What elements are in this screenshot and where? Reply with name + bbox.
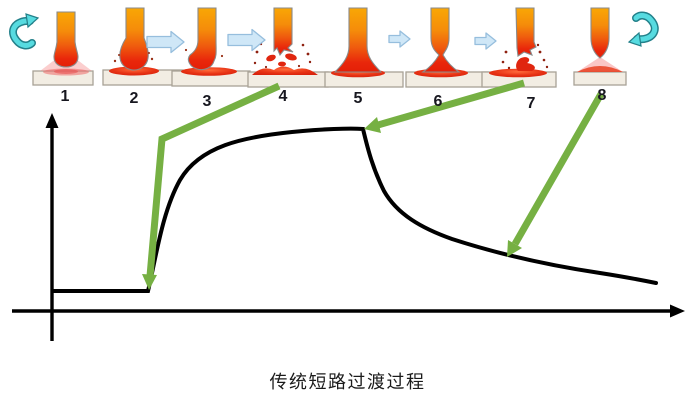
stage-5-electrode-icon (324, 7, 404, 88)
waveform-curve (51, 126, 658, 293)
stage-1-electrode-icon (32, 11, 94, 86)
step-arrows (146, 28, 497, 54)
electrode-pointed (590, 7, 610, 59)
stage-label-2: 2 (129, 90, 139, 107)
y-axis-arrowhead (45, 113, 59, 128)
weld-pool (109, 66, 159, 76)
droplet-fragments (266, 53, 297, 67)
droplet-fragment (516, 57, 535, 71)
spatter-dots (113, 52, 154, 63)
waveform-axes (12, 126, 672, 341)
base-plate (573, 71, 627, 86)
pointer-arrowhead (142, 274, 157, 290)
pointer-arrow-stage4 (146, 82, 281, 277)
pointer-arrows (142, 79, 605, 290)
right-arrow-icon (227, 28, 266, 52)
spatter-dots (253, 42, 312, 69)
stage-label-6: 6 (433, 93, 443, 110)
stage-3-electrode-icon (171, 7, 251, 87)
right-arrow-small-icon (388, 30, 411, 48)
cycle-arrow-right-icon (627, 11, 659, 47)
pointer-arrow-stage8 (511, 92, 605, 246)
electrode-liquid-bridge (333, 7, 383, 73)
diagram-caption: 传统短路过渡过程 (269, 372, 426, 392)
stage-2-electrode-icon (102, 7, 184, 86)
weld-pool (489, 68, 547, 78)
electrode-with-droplet (119, 7, 149, 71)
electrode-broken (273, 7, 294, 57)
electrode-with-droplet (187, 7, 217, 71)
x-axis-arrowhead (670, 304, 685, 318)
stage-label-7: 7 (526, 95, 536, 112)
pointer-arrowhead (364, 117, 381, 133)
stage-label-3: 3 (202, 93, 212, 110)
spatter-dots (501, 43, 549, 70)
weld-pool (181, 67, 237, 76)
electrode-necking (421, 7, 461, 73)
stage-label-4: 4 (278, 88, 288, 105)
weld-pool (252, 66, 318, 75)
pointer-arrow-stage7 (377, 79, 525, 129)
electrode-with-droplet (53, 11, 79, 68)
stage-7-electrode-icon (481, 7, 557, 88)
weld-pool (577, 66, 623, 72)
cycle-arrow-left-icon (9, 13, 40, 50)
stage-label-5: 5 (353, 90, 363, 107)
stage-6-electrode-icon (405, 7, 489, 88)
stage-label-1: 1 (60, 88, 70, 105)
stage-4-electrode-icon (247, 7, 329, 88)
electrode-broken (515, 7, 537, 57)
right-arrow-icon (146, 30, 185, 54)
pointer-arrowhead (507, 240, 522, 257)
spatter-dots (184, 48, 224, 58)
stage-label-8: 8 (597, 87, 607, 104)
stage-8-electrode-icon (573, 7, 627, 86)
right-arrow-small-icon (474, 32, 497, 50)
